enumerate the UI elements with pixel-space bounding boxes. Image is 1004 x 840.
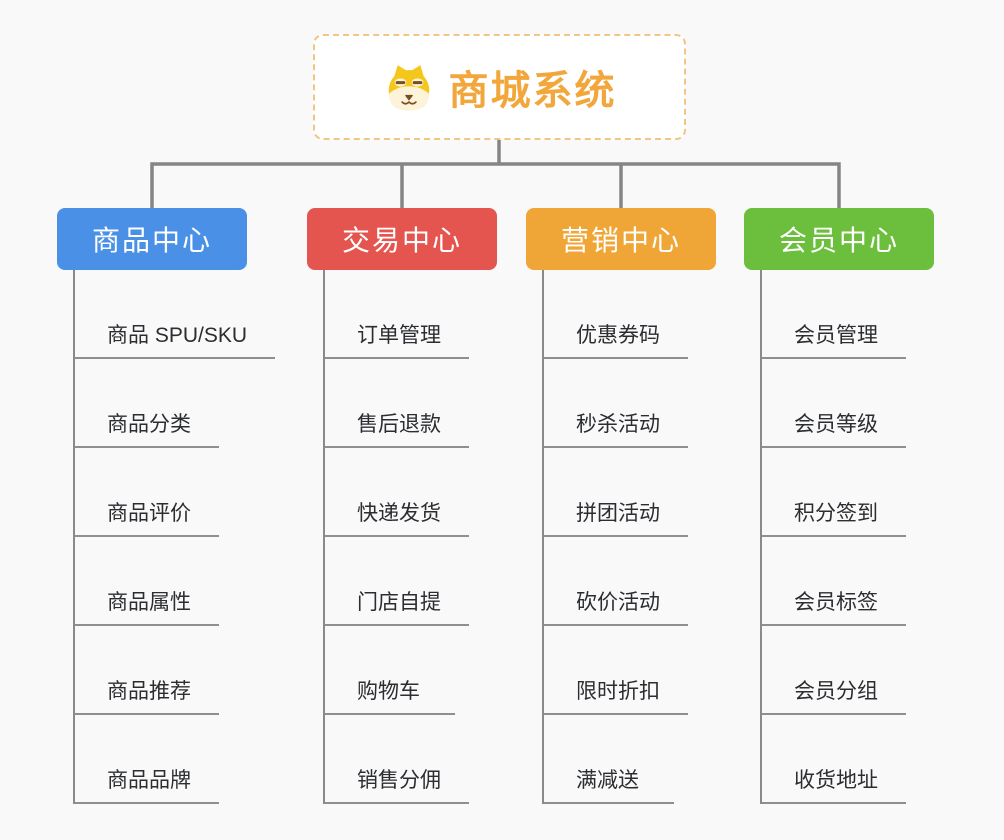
- branch-member-center: 会员中心 会员管理 会员等级 积分签到 会员标签 会员分组 收货地址: [744, 208, 1004, 804]
- subtopic[interactable]: 门店自提: [325, 537, 469, 626]
- branch-trade-center: 交易中心 订单管理 售后退款 快递发货 门店自提 购物车 销售分佣: [307, 208, 567, 804]
- dog-face-icon: [388, 65, 429, 111]
- subtopic-label: 积分签到: [794, 502, 878, 525]
- subtopic-label: 商品属性: [107, 591, 191, 614]
- subtopic[interactable]: 商品品牌: [75, 715, 219, 804]
- subtopic[interactable]: 快递发货: [325, 448, 469, 537]
- subtopic[interactable]: 满减送: [544, 715, 674, 804]
- subtopic-label: 商品 SPU/SKU: [107, 324, 248, 347]
- subtopic-label: 会员管理: [794, 324, 878, 347]
- subtopic-label: 满减送: [576, 769, 639, 792]
- subtopic[interactable]: 限时折扣: [544, 626, 688, 715]
- subtopic-label: 商品品牌: [107, 769, 191, 792]
- subtopic[interactable]: 商品评价: [75, 448, 219, 537]
- subtopic-label: 商品评价: [107, 502, 191, 525]
- subtopic-label: 优惠券码: [576, 324, 660, 347]
- subtopic-label: 会员标签: [794, 591, 878, 614]
- branch-topic-member-center[interactable]: 会员中心: [744, 208, 934, 270]
- subtopic-label: 快递发货: [357, 502, 441, 525]
- subtopic-label: 购物车: [357, 680, 420, 703]
- subtopic-list: 订单管理 售后退款 快递发货 门店自提 购物车 销售分佣: [323, 270, 469, 804]
- subtopic[interactable]: 会员等级: [762, 359, 906, 448]
- subtopic-list: 商品 SPU/SKU 商品分类 商品评价 商品属性 商品推荐 商品品牌: [73, 270, 276, 804]
- subtopic[interactable]: 收货地址: [762, 715, 906, 804]
- subtopic[interactable]: 商品推荐: [75, 626, 219, 715]
- subtopic[interactable]: 会员管理: [762, 270, 906, 359]
- branch-topic-product-center[interactable]: 商品中心: [57, 208, 247, 270]
- subtopic-list: 会员管理 会员等级 积分签到 会员标签 会员分组 收货地址: [760, 270, 906, 804]
- subtopic-label: 会员等级: [794, 413, 878, 436]
- subtopic-label: 订单管理: [357, 324, 441, 347]
- subtopic[interactable]: 商品属性: [75, 537, 219, 626]
- subtopic-label: 商品推荐: [107, 680, 191, 703]
- subtopic[interactable]: 秒杀活动: [544, 359, 688, 448]
- branch-topic-marketing-center[interactable]: 营销中心: [526, 208, 716, 270]
- subtopic-label: 砍价活动: [576, 591, 660, 614]
- subtopic-label: 售后退款: [357, 413, 441, 436]
- subtopic[interactable]: 销售分佣: [325, 715, 469, 804]
- subtopic[interactable]: 购物车: [325, 626, 455, 715]
- subtopic-label: 限时折扣: [576, 680, 660, 703]
- subtopic-label: 秒杀活动: [576, 413, 660, 436]
- subtopic[interactable]: 会员标签: [762, 537, 906, 626]
- subtopic[interactable]: 商品 SPU/SKU: [75, 270, 276, 359]
- subtopic[interactable]: 售后退款: [325, 359, 469, 448]
- subtopic-label: 拼团活动: [576, 502, 660, 525]
- subtopic[interactable]: 商品分类: [75, 359, 219, 448]
- branch-topic-trade-center[interactable]: 交易中心: [307, 208, 497, 270]
- subtopic[interactable]: 砍价活动: [544, 537, 688, 626]
- root-topic-label: 商城系统: [448, 69, 617, 113]
- subtopic-label: 会员分组: [794, 680, 878, 703]
- subtopic[interactable]: 会员分组: [762, 626, 906, 715]
- root-topic[interactable]: 商城系统: [313, 34, 686, 140]
- subtopic-label: 门店自提: [357, 591, 441, 614]
- subtopic[interactable]: 拼团活动: [544, 448, 688, 537]
- subtopic[interactable]: 优惠券码: [544, 270, 688, 359]
- subtopic-list: 优惠券码 秒杀活动 拼团活动 砍价活动 限时折扣 满减送: [542, 270, 688, 804]
- subtopic-label: 销售分佣: [357, 769, 441, 792]
- subtopic-label: 收货地址: [794, 769, 878, 792]
- subtopic[interactable]: 订单管理: [325, 270, 469, 359]
- branch-marketing-center: 营销中心 优惠券码 秒杀活动 拼团活动 砍价活动 限时折扣 满减送: [526, 208, 786, 804]
- subtopic[interactable]: 积分签到: [762, 448, 906, 537]
- branch-product-center: 商品中心 商品 SPU/SKU 商品分类 商品评价 商品属性 商品推荐 商品品牌: [57, 208, 317, 804]
- subtopic-label: 商品分类: [107, 413, 191, 436]
